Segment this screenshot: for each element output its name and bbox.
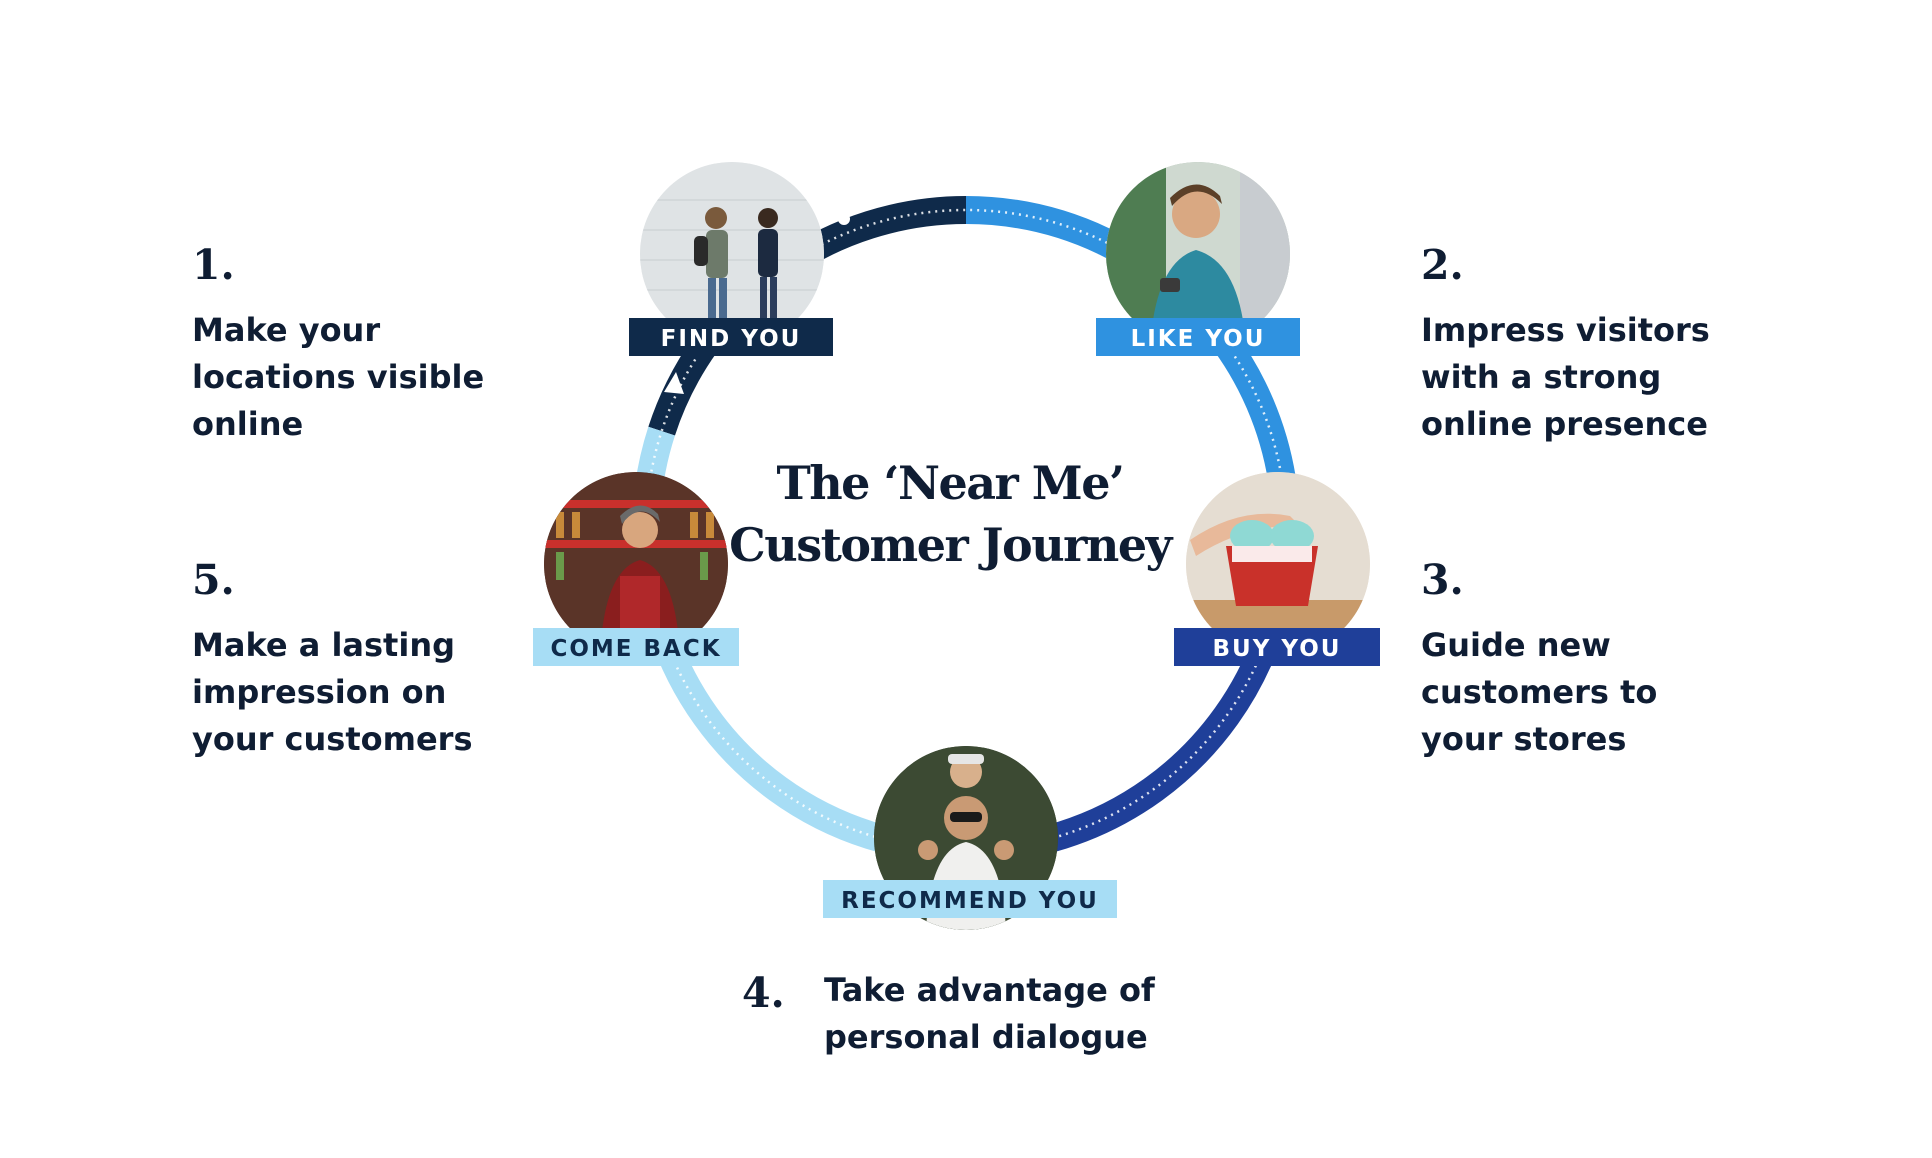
ice-cream-purchase-photo [1186, 472, 1370, 656]
step-description: Guide new customers to your stores [1421, 622, 1751, 763]
stage-label-text: LIKE YOU [1131, 326, 1266, 352]
step-line: your stores [1421, 720, 1627, 758]
stage-label-text: FIND YOU [661, 326, 802, 352]
step-description: Make your locations visible online [192, 307, 522, 448]
stage-label-text: BUY YOU [1213, 636, 1342, 662]
title-line-1: The ‘Near Me’ [776, 456, 1125, 510]
step-line: Take advantage of [824, 971, 1155, 1009]
step-line: online presence [1421, 405, 1708, 443]
step-line: Guide new [1421, 626, 1611, 664]
step-description: Make a lasting impression on your custom… [192, 622, 522, 763]
step-description: Impress visitors with a strong online pr… [1421, 307, 1751, 448]
step-line: Impress visitors [1421, 311, 1710, 349]
diagram-title: The ‘Near Me’ Customer Journey [700, 452, 1200, 576]
ring-start-dot [838, 213, 850, 225]
ring-arrow-icon [664, 372, 684, 394]
step-line: online [192, 405, 304, 443]
stage-label-find-you: FIND YOU [629, 318, 833, 356]
step-number: 5. [192, 556, 235, 604]
stage-label-like-you: LIKE YOU [1096, 318, 1300, 356]
stage-label-text: COME BACK [550, 636, 721, 662]
stage-label-come-back: COME BACK [533, 628, 739, 666]
step-1: 1. Make your locations visible online [192, 245, 522, 448]
step-2: 2. Impress visitors with a strong online… [1421, 245, 1751, 448]
stage-label-buy-you: BUY YOU [1174, 628, 1380, 666]
step-number: 4. [742, 969, 785, 1017]
stage-label-bg [629, 318, 833, 356]
step-5: 5. Make a lasting impression on your cus… [192, 560, 522, 763]
step-description: Take advantage of personal dialogue [824, 967, 1244, 1061]
stage-label-bg [1174, 628, 1380, 666]
step-number: 1. [192, 241, 235, 289]
step-3: 3. Guide new customers to your stores [1421, 560, 1751, 763]
stage-label-text: RECOMMEND YOU [841, 888, 1099, 914]
step-line: with a strong [1421, 358, 1662, 396]
step-line: locations visible [192, 358, 485, 396]
step-line: your customers [192, 720, 473, 758]
bartender-photo [544, 472, 728, 656]
step-line: impression on [192, 673, 447, 711]
step-line: Make a lasting [192, 626, 455, 664]
step-line: customers to [1421, 673, 1658, 711]
stage-label-bg [823, 880, 1117, 918]
title-line-2: Customer Journey [729, 518, 1172, 572]
step-line: personal dialogue [824, 1018, 1148, 1056]
step-number: 3. [1421, 556, 1464, 604]
stage-label-bg [1096, 318, 1300, 356]
people-with-phones-photo [640, 162, 824, 346]
step-line: Make your [192, 311, 381, 349]
stage-label-recommend-you: RECOMMEND YOU [823, 880, 1117, 918]
step-number: 2. [1421, 241, 1464, 289]
stage-label-bg [533, 628, 739, 666]
